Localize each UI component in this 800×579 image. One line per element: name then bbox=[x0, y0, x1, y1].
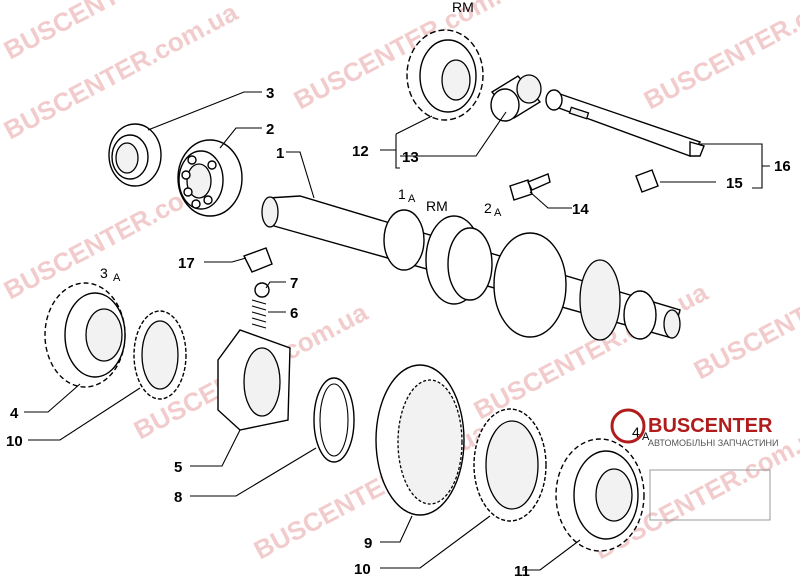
label-part-9: 9 bbox=[364, 535, 372, 552]
pin bbox=[635, 169, 659, 193]
seal-ring bbox=[108, 123, 162, 187]
leader-lines bbox=[24, 91, 770, 571]
label-part-10-left: 10 bbox=[6, 433, 23, 450]
fourth-gear bbox=[555, 438, 645, 552]
mark-first-gear: 1 bbox=[398, 186, 406, 202]
label-part-3: 3 bbox=[266, 85, 274, 102]
mark-third-gear: 3 bbox=[100, 265, 108, 281]
label-part-10-right: 10 bbox=[354, 561, 371, 578]
clip bbox=[243, 247, 273, 273]
third-gear bbox=[44, 282, 126, 388]
label-part-17: 17 bbox=[178, 255, 195, 272]
logo-subtitle: АВТОМОБІЛЬНІ ЗАПЧАСТИНИ bbox=[648, 438, 778, 448]
bolt bbox=[509, 173, 551, 201]
label-part-16: 16 bbox=[774, 158, 791, 175]
logo-brand-text: BUSCENTER bbox=[648, 415, 773, 437]
brand-logo: BUSCENTER АВТОМОБІЛЬНІ ЗАПЧАСТИНИ bbox=[610, 408, 778, 521]
label-part-11: 11 bbox=[514, 563, 530, 579]
snap-ring bbox=[313, 377, 355, 463]
label-part-1: 1 bbox=[276, 145, 284, 162]
bushing bbox=[490, 74, 542, 122]
synchronizer-ring-left bbox=[133, 310, 187, 400]
label-part-8: 8 bbox=[174, 489, 182, 506]
reverse-gear bbox=[406, 29, 484, 121]
label-part-5: 5 bbox=[174, 459, 182, 476]
label-part-12: 12 bbox=[352, 143, 369, 160]
label-part-6: 6 bbox=[290, 305, 298, 322]
watermark-brand: BUSCENTER.com.ua bbox=[689, 236, 800, 385]
label-part-13: 13 bbox=[402, 149, 419, 166]
sliding-sleeve bbox=[375, 364, 465, 516]
label-part-14: 14 bbox=[572, 201, 589, 218]
idler-shaft bbox=[545, 89, 705, 157]
part-labels: 3 2 1 12 13 16 15 14 17 7 6 4 10 5 8 9 1… bbox=[6, 85, 791, 579]
mark-second-gear: 2 bbox=[484, 200, 492, 216]
mark-fourth-gear-sub: A bbox=[642, 431, 650, 443]
main-shaft bbox=[261, 195, 681, 341]
ball bbox=[254, 282, 270, 298]
mark-rm-top: RM bbox=[452, 0, 474, 15]
mark-second-gear-sub: A bbox=[494, 207, 502, 219]
label-part-4: 4 bbox=[10, 405, 19, 422]
mark-fourth-gear: 4 bbox=[632, 424, 640, 440]
synchronizer-hub bbox=[217, 329, 291, 431]
synchronizer-ring-right bbox=[473, 408, 547, 522]
ball-bearing bbox=[177, 139, 243, 217]
mark-third-gear-sub: A bbox=[113, 272, 121, 284]
label-part-15: 15 bbox=[726, 175, 743, 192]
mark-rm-mid: RM bbox=[426, 198, 448, 214]
label-part-2: 2 bbox=[266, 121, 274, 138]
mark-first-gear-sub: A bbox=[408, 193, 416, 205]
gear-marks: RM 1 A RM 2 A 3 A 4 A bbox=[100, 0, 650, 443]
label-part-7: 7 bbox=[290, 275, 298, 292]
spring bbox=[251, 299, 267, 329]
watermark-brand: BUSCENTER.com.ua bbox=[639, 0, 800, 115]
